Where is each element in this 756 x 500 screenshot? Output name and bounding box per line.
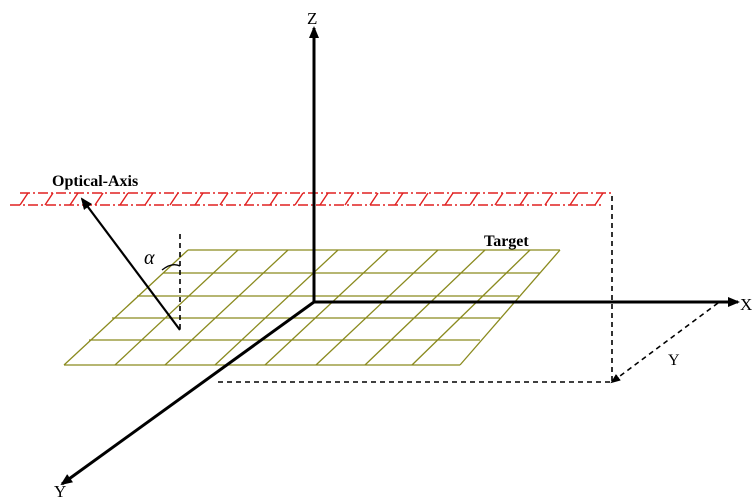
grid-column-line [364, 249, 486, 366]
target-label: Target [484, 233, 529, 250]
z-axis-label: Z [307, 9, 317, 28]
optical-axis-arrow [80, 197, 181, 331]
y-axis-line [60, 300, 315, 486]
x-axis-label: X [740, 295, 752, 314]
alpha-angle-label: α [144, 247, 155, 269]
angle-arc [161, 264, 181, 271]
target-grid [63, 249, 561, 366]
optical-axis-label: Optical-Axis [52, 173, 138, 190]
grid-column-line [264, 249, 389, 366]
grid-column-line [214, 249, 339, 366]
y-axis-label: Y [54, 482, 66, 500]
optical-band-hatch [19, 192, 604, 206]
coordinate-axes [60, 26, 740, 486]
grid-column-line [315, 249, 439, 366]
y-offset-arrow [610, 302, 719, 384]
grid-column-line [459, 249, 561, 366]
y-offset-label: Y [668, 352, 680, 369]
optical-axis-band [10, 192, 614, 206]
grid-column-line [411, 249, 531, 366]
grid-column-line [63, 249, 189, 366]
grid-column-line [114, 249, 239, 366]
grid-column-line [164, 249, 289, 366]
projection-lines [179, 196, 613, 383]
